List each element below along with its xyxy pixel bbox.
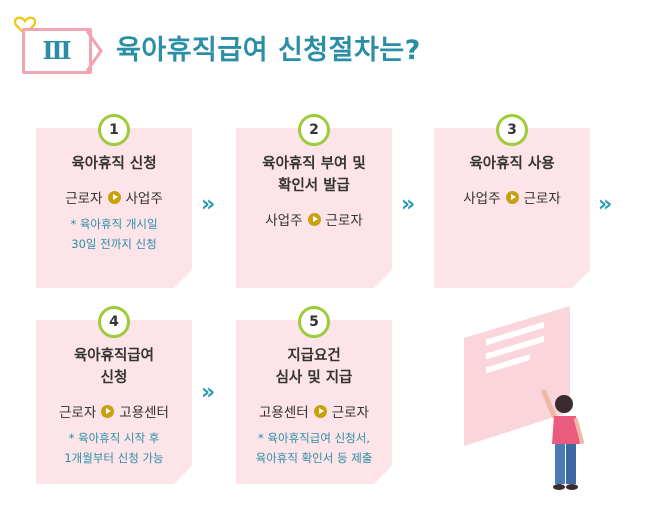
play-arrow-icon (307, 212, 321, 226)
person-pointing-illustration (464, 306, 584, 490)
step-note: * 육아휴직 개시일 30일 전까지 신청 (36, 214, 192, 254)
step-title: 육아휴직 사용 (434, 153, 590, 175)
step-title: 육아휴직 신청 (36, 153, 192, 175)
page-title: 육아휴직급여 신청절차는? (116, 35, 421, 66)
section-header: Ⅲ 육아휴직급여 신청절차는? (14, 16, 654, 78)
flow-from: 근로자 (65, 191, 103, 207)
flow-to: 근로자 (325, 213, 363, 229)
heart-icon (14, 16, 36, 36)
step-flow: 사업주 근로자 (236, 209, 392, 229)
note-line: 1개월부터 신청 가능 (64, 451, 164, 465)
step-title-line: 육아휴직급여 (73, 348, 155, 364)
step-title: 지급요건 심사 및 지급 (236, 345, 392, 389)
step-card-2: 2 육아휴직 부여 및 확인서 발급 사업주 근로자 (236, 114, 392, 288)
step-title-line: 육아휴직 사용 (469, 156, 555, 172)
step-card-1: 1 육아휴직 신청 근로자 사업주 * 육아휴직 개시일 30일 전까지 신청 (36, 114, 192, 288)
note-line: * 육아휴직 시작 후 (68, 431, 160, 445)
chevron-right-icon: » (598, 192, 612, 217)
play-arrow-icon (107, 190, 121, 204)
flow-to: 사업주 (125, 191, 163, 207)
step-card-5: 5 지급요건 심사 및 지급 고용센터 근로자 * 육아휴직급여 신청서, 육아… (236, 306, 392, 484)
step-title-line: 지급요건 (287, 348, 341, 364)
chevron-right-icon: » (201, 380, 215, 405)
note-line: 육아휴직 확인서 등 제출 (255, 451, 373, 465)
play-arrow-icon (313, 404, 327, 418)
step-number-badge: 3 (496, 114, 528, 146)
step-number-badge: 1 (98, 114, 130, 146)
header-arrow-icon (85, 30, 103, 72)
flow-to: 근로자 (331, 405, 369, 421)
flow-from: 사업주 (463, 191, 501, 207)
step-flow: 근로자 사업주 (36, 187, 192, 207)
play-arrow-icon (101, 404, 115, 418)
note-line: * 육아휴직 개시일 (70, 217, 158, 231)
step-title-line: 육아휴직 신청 (71, 156, 157, 172)
section-numeral: Ⅲ (22, 28, 92, 74)
step-flow: 사업주 근로자 (434, 187, 590, 207)
note-line: 30일 전까지 신청 (71, 237, 157, 251)
flow-from: 고용센터 (259, 405, 309, 421)
step-title: 육아휴직 부여 및 확인서 발급 (236, 153, 392, 197)
flow-to: 근로자 (523, 191, 561, 207)
step-card-4: 4 육아휴직급여 신청 근로자 고용센터 * 육아휴직 시작 후 1개월부터 신… (36, 306, 192, 484)
step-title-line: 심사 및 지급 (275, 370, 353, 386)
chevron-right-icon: » (401, 192, 415, 217)
flow-from: 근로자 (59, 405, 97, 421)
step-flow: 근로자 고용센터 (36, 401, 192, 421)
chevron-right-icon: » (201, 192, 215, 217)
step-card-3: 3 육아휴직 사용 사업주 근로자 (434, 114, 590, 288)
play-arrow-icon (505, 190, 519, 204)
step-title-line: 육아휴직 부여 및 (262, 156, 366, 172)
step-note: * 육아휴직 시작 후 1개월부터 신청 가능 (36, 428, 192, 468)
step-flow: 고용센터 근로자 (236, 401, 392, 421)
flow-from: 사업주 (265, 213, 303, 229)
flow-to: 고용센터 (119, 405, 169, 421)
step-number-badge: 4 (98, 306, 130, 338)
step-number-badge: 2 (298, 114, 330, 146)
step-title-line: 신청 (100, 370, 128, 386)
step-title-line: 확인서 발급 (278, 178, 350, 194)
step-number-badge: 5 (298, 306, 330, 338)
step-note: * 육아휴직급여 신청서, 육아휴직 확인서 등 제출 (236, 428, 392, 468)
step-title: 육아휴직급여 신청 (36, 345, 192, 389)
note-line: * 육아휴직급여 신청서, (258, 431, 370, 445)
